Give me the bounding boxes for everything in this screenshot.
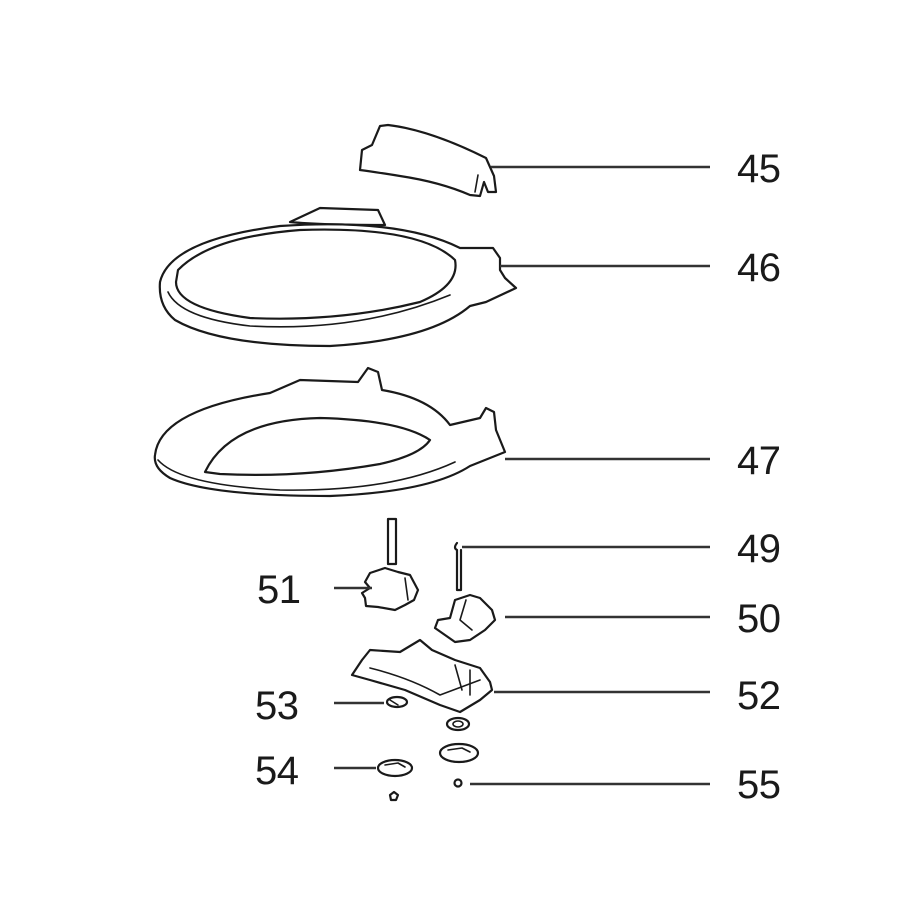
part-55-screw-cap bbox=[453, 778, 710, 788]
part-45-hinge-cover bbox=[358, 123, 710, 198]
callout-label-45: 45 bbox=[737, 147, 781, 191]
callout-label-54: 54 bbox=[255, 749, 299, 793]
part-54-nut bbox=[334, 758, 414, 802]
part-50-right-hinge bbox=[433, 593, 710, 644]
callout-label-46: 46 bbox=[737, 246, 781, 290]
part-51-left-hinge bbox=[334, 517, 420, 612]
part-47-seat-ring bbox=[153, 366, 710, 498]
callout-label-53: 53 bbox=[255, 684, 299, 728]
callout-label-51: 51 bbox=[257, 568, 301, 612]
callout-label-52: 52 bbox=[737, 674, 781, 718]
part-49-pin bbox=[453, 541, 710, 592]
part-washers-stack bbox=[438, 716, 480, 764]
callout-label-47: 47 bbox=[737, 439, 781, 483]
part-46-lid bbox=[158, 206, 710, 348]
callout-label-55: 55 bbox=[737, 763, 781, 807]
callout-label-50: 50 bbox=[737, 597, 781, 641]
part-53-washer bbox=[334, 695, 409, 709]
callout-label-49: 49 bbox=[737, 527, 781, 571]
part-52-base-plate bbox=[350, 638, 710, 714]
